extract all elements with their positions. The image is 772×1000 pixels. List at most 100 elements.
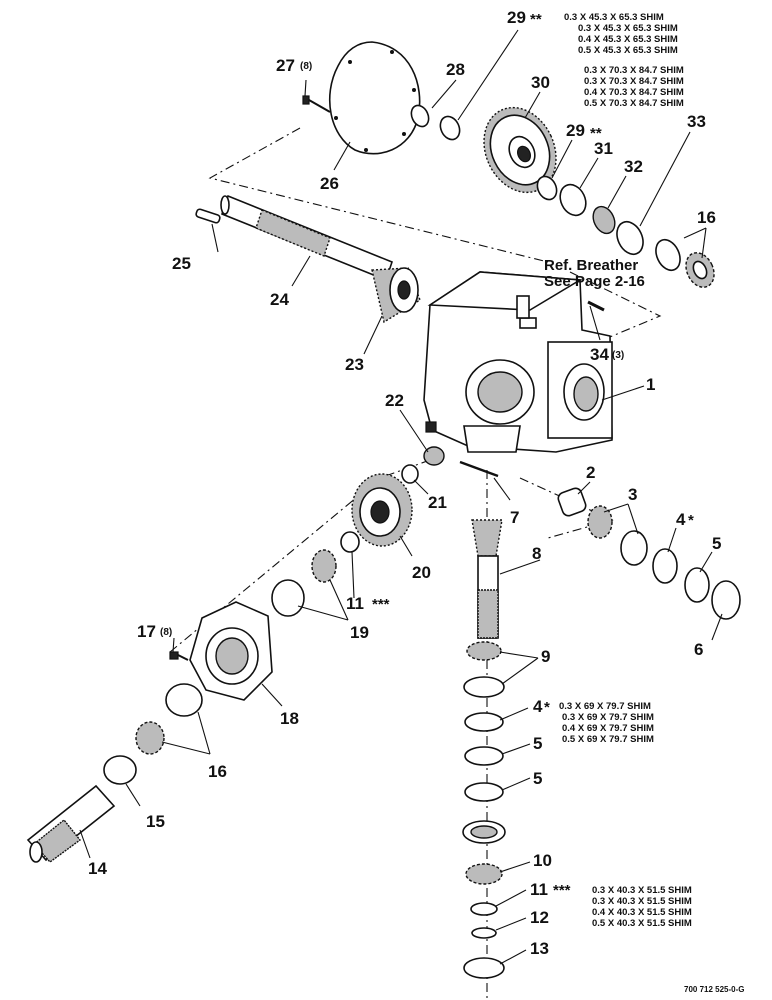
shim-spec-line: 0.5 X 69 X 79.7 SHIM [562, 734, 654, 745]
shim-spec-line: 0.5 X 45.3 X 65.3 SHIM [578, 45, 678, 56]
shim-spec-line: 0.5 X 70.3 X 84.7 SHIM [584, 98, 684, 109]
pinion-shaft-8 [471, 519, 503, 639]
seal-6 [711, 580, 741, 620]
bearing-cup-lower [462, 820, 506, 844]
label-1: 1 [646, 375, 655, 394]
bearing-cup-3 [620, 530, 648, 566]
part-labels: 27 (8) 28 29 ** 30 29 ** 31 32 33 16 26 … [88, 8, 721, 958]
shim-table-4: 0.3 X 69 X 79.7 SHIM 0.3 X 69 X 79.7 SHI… [559, 701, 654, 745]
label-8: 8 [532, 544, 541, 563]
gearbox-housing-1 [423, 271, 613, 453]
bearing-cup-33b [655, 238, 681, 272]
snap-ring-31 [559, 183, 587, 217]
pinion-gear-23 [371, 267, 421, 324]
bearing-cone-3 [587, 505, 613, 539]
shim-11-bottom [470, 902, 498, 916]
shim-4-right [652, 548, 678, 584]
label-4-bottom-mark: * [544, 699, 550, 716]
shim-spec-line: 0.4 X 40.3 X 51.5 SHIM [592, 907, 692, 918]
label-32: 32 [624, 157, 643, 176]
shim-spec-line: 0.4 X 69 X 79.7 SHIM [562, 723, 654, 734]
label-22: 22 [385, 391, 404, 410]
label-12: 12 [530, 908, 549, 927]
bevel-gear-20 [351, 473, 413, 547]
label-25: 25 [172, 254, 191, 273]
bolt-17 [169, 651, 189, 661]
label-5-right: 5 [712, 534, 721, 553]
label-11-left-mark: *** [372, 596, 390, 613]
breather-note: Ref. Breather See Page 2-16 [544, 257, 645, 290]
shim-spec-line: 0.3 X 45.3 X 65.3 SHIM [564, 12, 664, 23]
snap-ring-21 [401, 464, 419, 484]
label-34-qty: (3) [612, 350, 624, 361]
shim-spec-line: 0.4 X 45.3 X 65.3 SHIM [578, 34, 678, 45]
figure-id: 700 712 525-0-G [684, 985, 745, 994]
shim-table-29-upper: 0.3 X 45.3 X 65.3 SHIM 0.3 X 45.3 X 65.3… [564, 12, 678, 56]
breather-note-line1: Ref. Breather [544, 257, 638, 274]
label-17: 17 [137, 622, 156, 641]
label-4-right: 4 [676, 510, 686, 529]
bearing-cone-19 [311, 549, 337, 583]
ring-32 [592, 205, 616, 235]
label-10: 10 [533, 851, 552, 870]
label-34: 34 [590, 345, 609, 364]
plug-22 [425, 421, 437, 433]
label-18: 18 [280, 709, 299, 728]
label-29-lower-mark: ** [590, 125, 602, 142]
label-5-bottom-b: 5 [533, 769, 542, 788]
cover-plate-26 [328, 41, 421, 155]
label-29-upper-mark: ** [530, 11, 542, 28]
label-21: 21 [428, 493, 447, 512]
label-3: 3 [628, 485, 637, 504]
shim-11-left [340, 531, 360, 553]
shim-29-upper [439, 115, 461, 141]
bearing-housing-18 [189, 601, 273, 701]
shim-spec-line: 0.3 X 70.3 X 84.7 SHIM [584, 76, 684, 87]
label-29-lower: 29 [566, 121, 585, 140]
bearing-cone-16-left [135, 721, 165, 755]
snap-ring-5-a [464, 746, 504, 766]
spacer-2 [557, 487, 587, 517]
key-25 [195, 208, 221, 224]
set-screw-34 [587, 300, 605, 312]
bearing-cup-16-left [165, 683, 203, 717]
label-16-top: 16 [697, 208, 716, 227]
label-16-left: 16 [208, 762, 227, 781]
shim-table-29-lower: 0.3 X 70.3 X 84.7 SHIM 0.3 X 70.3 X 84.7… [584, 65, 684, 109]
breather-note-line2: See Page 2-16 [544, 273, 645, 290]
label-6: 6 [694, 640, 703, 659]
label-11-bottom: 11 [530, 880, 548, 899]
shim-spec-line: 0.5 X 40.3 X 51.5 SHIM [592, 918, 692, 929]
shim-spec-line: 0.4 X 70.3 X 84.7 SHIM [584, 87, 684, 98]
label-4-bottom: 4 [533, 697, 543, 716]
shim-spec-line: 0.3 X 69 X 79.7 SHIM [562, 712, 654, 723]
label-31: 31 [594, 139, 613, 158]
breather-fitting [516, 295, 530, 319]
shim-4-bottom [464, 712, 504, 732]
label-29-upper: 29 [507, 8, 526, 27]
label-9: 9 [541, 647, 550, 666]
bearing-cone-16-top [685, 252, 715, 288]
bolt-27 [302, 95, 331, 113]
label-19: 19 [350, 623, 369, 642]
label-4-right-mark: * [688, 512, 694, 529]
input-shaft-24 [220, 194, 393, 282]
snap-ring-12 [471, 927, 497, 939]
shim-spec-line: 0.3 X 69 X 79.7 SHIM [559, 701, 651, 712]
label-30: 30 [531, 73, 550, 92]
label-27: 27 [276, 56, 295, 75]
label-24: 24 [270, 290, 289, 309]
label-20: 20 [412, 563, 431, 582]
label-28: 28 [446, 60, 465, 79]
shim-spec-line: 0.3 X 40.3 X 51.5 SHIM [592, 885, 692, 896]
bearing-cone-9 [466, 641, 502, 661]
snap-ring-5-right [684, 567, 710, 603]
label-11-bottom-mark: *** [553, 882, 571, 899]
label-5-bottom-a: 5 [533, 734, 542, 753]
label-2: 2 [586, 463, 595, 482]
label-17-qty: (8) [160, 627, 172, 638]
shim-spec-line: 0.3 X 45.3 X 65.3 SHIM [578, 23, 678, 34]
shim-spec-line: 0.3 X 40.3 X 51.5 SHIM [592, 896, 692, 907]
bearing-cup-19 [271, 579, 305, 617]
